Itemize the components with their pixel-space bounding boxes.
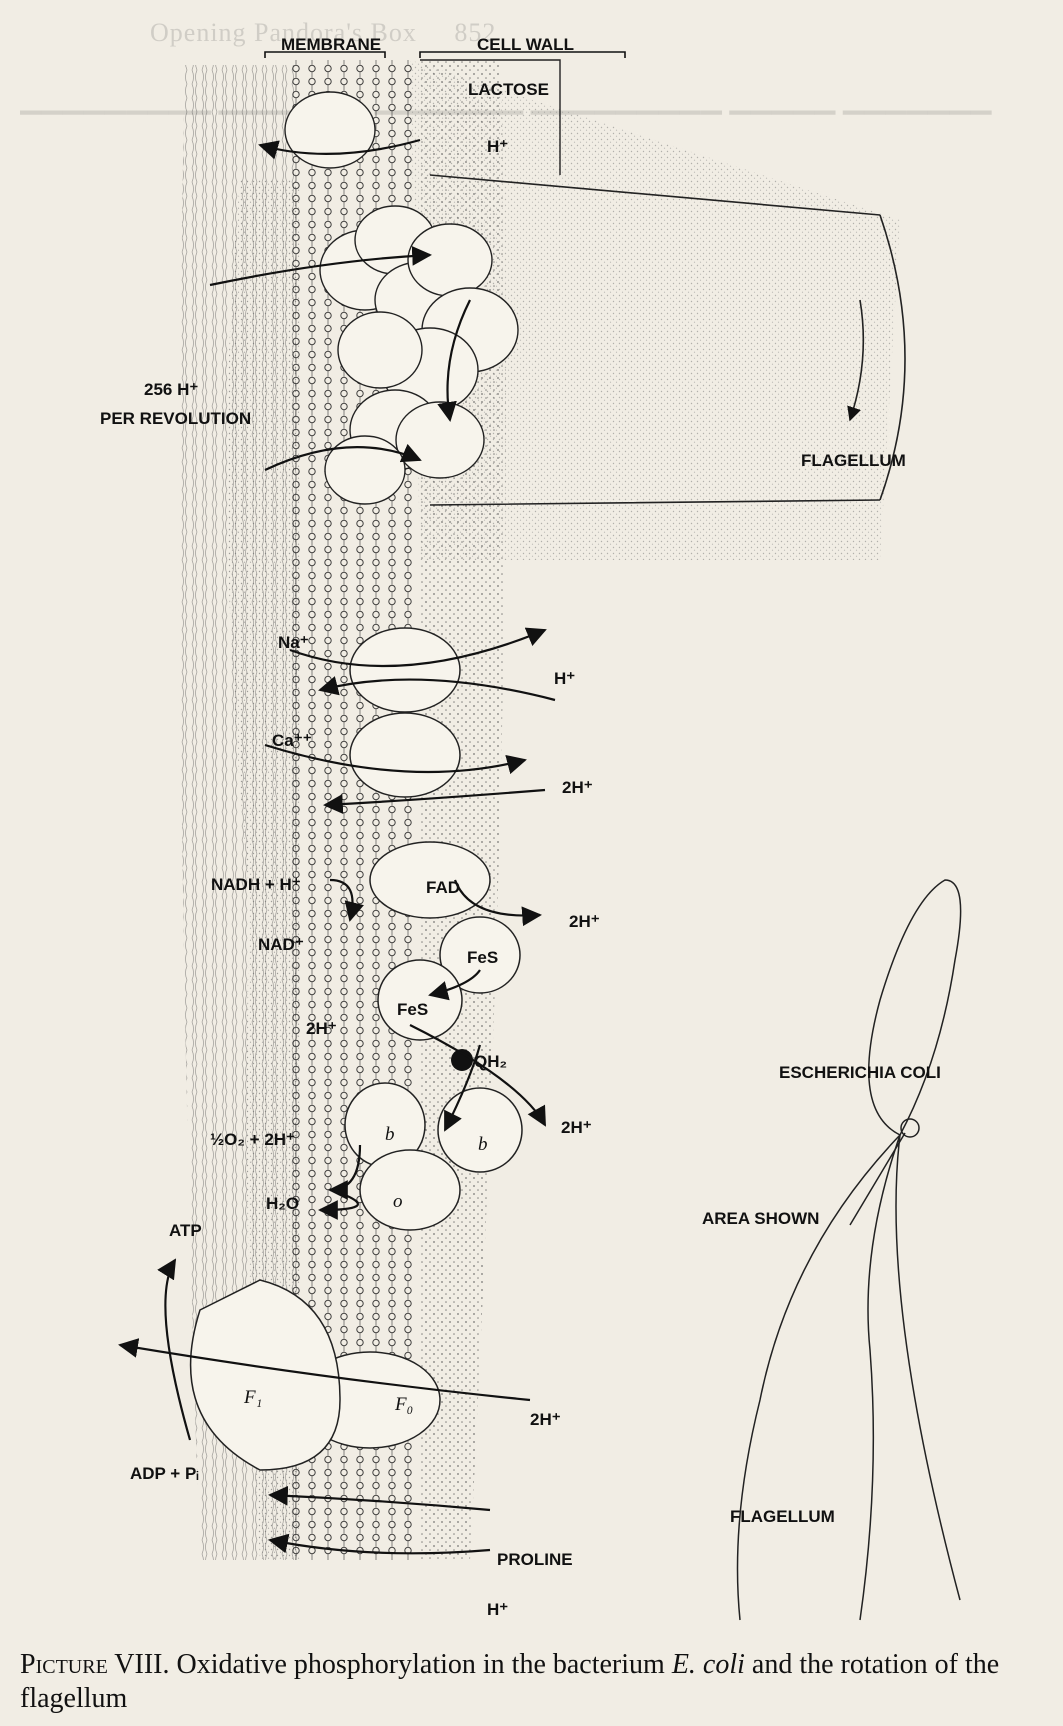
label-membrane: MEMBRANE <box>281 35 381 54</box>
label-rev-line2: PER REVOLUTION <box>100 409 251 428</box>
label-qh2: QH₂ <box>474 1052 507 1071</box>
label-rev-line1: 256 H⁺ <box>144 380 198 399</box>
oxidative-phosphorylation-diagram: MEMBRANE CELL WALL LACTOSE H⁺ 256 H⁺ PER… <box>0 0 1063 1640</box>
label-adp: ADP + Pᵢ <box>130 1464 199 1483</box>
label-fes-1: FeS <box>467 948 498 967</box>
label-flagellum-top: FLAGELLUM <box>801 451 906 470</box>
label-area-shown: AREA SHOWN <box>702 1209 819 1228</box>
label-proline: PROLINE <box>497 1550 573 1569</box>
label-na: Na⁺ <box>278 633 309 652</box>
label-ecoli: ESCHERICHIA COLI <box>779 1063 941 1082</box>
label-nadh: NADH + H⁺ <box>211 875 301 894</box>
label-flagellum-bottom: FLAGELLUM <box>730 1507 835 1526</box>
label-b-1: b <box>385 1124 395 1145</box>
label-atp: ATP <box>169 1221 202 1240</box>
label-fad: FAD <box>426 878 460 897</box>
caption-italic: E. coli <box>672 1649 745 1680</box>
label-h-plus-mid: H⁺ <box>554 669 575 688</box>
label-lactose: LACTOSE <box>468 80 549 99</box>
label-h-plus-top: H⁺ <box>487 137 508 156</box>
figure-caption: Picture VIII. Oxidative phosphorylation … <box>20 1648 1040 1716</box>
caption-label: Picture VIII. <box>20 1649 169 1680</box>
label-2h-ca: 2H⁺ <box>562 778 593 797</box>
label-cell-wall: CELL WALL <box>477 35 574 54</box>
label-b-2: b <box>478 1134 488 1155</box>
caption-text-before: Oxidative phosphorylation in the bacteri… <box>169 1649 671 1680</box>
label-fes-2: FeS <box>397 1000 428 1019</box>
label-h2o: H₂O <box>266 1194 299 1213</box>
label-2h-f0: 2H⁺ <box>530 1410 561 1429</box>
label-h-plus-bottom: H⁺ <box>487 1600 508 1619</box>
label-o: o <box>393 1191 403 1212</box>
label-f1: F₁ <box>243 1387 262 1408</box>
label-2h-q: 2H⁺ <box>561 1118 592 1137</box>
label-f0: F₀ <box>394 1394 413 1415</box>
label-half-o2: ½O₂ + 2H⁺ <box>210 1130 295 1149</box>
label-2h-fad: 2H⁺ <box>569 912 600 931</box>
label-nad: NAD⁺ <box>258 935 304 954</box>
label-ca: Ca⁺⁺ <box>272 731 312 750</box>
label-2h-fes: 2H⁺ <box>306 1019 337 1038</box>
